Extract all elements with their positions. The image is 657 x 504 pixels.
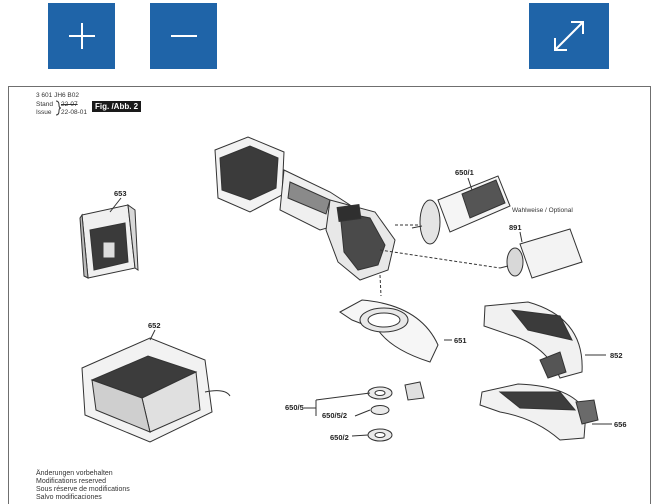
issue-date: 22-08-01 bbox=[61, 109, 88, 116]
doc-number: 3 601 JH6 B02 bbox=[36, 92, 80, 99]
part-label-852: 852 bbox=[610, 351, 623, 360]
part-label-651: 651 bbox=[454, 336, 467, 345]
issue-label: Issue bbox=[36, 109, 52, 116]
footer-note-2: Modifications reserved bbox=[36, 478, 107, 485]
part-label-891: 891 bbox=[509, 223, 522, 232]
zoom-out-button[interactable] bbox=[150, 3, 217, 69]
footer-note-1: Änderungen vorbehalten bbox=[36, 470, 113, 477]
part-label-656: 656 bbox=[614, 420, 627, 429]
drawing-frame bbox=[8, 86, 651, 504]
angle-grinder-illustration bbox=[214, 136, 501, 297]
zoom-in-button[interactable] bbox=[48, 3, 115, 69]
part-label-650-5: 650/5 bbox=[285, 403, 304, 412]
figure-label: Fig. /Abb. 2 bbox=[92, 101, 142, 112]
side-handle-illustration bbox=[411, 175, 511, 245]
stand-date: 22-07 bbox=[61, 101, 78, 108]
footer-note-4: Salvo modificaciones bbox=[36, 494, 102, 501]
part-label-650-1: 650/1 bbox=[455, 168, 474, 177]
dust-guard-illustration bbox=[483, 301, 583, 379]
optional-note: Wahlweise / Optional bbox=[512, 207, 573, 214]
part-label-650-5-2: 650/5/2 bbox=[322, 411, 348, 420]
part-label-650-2: 650/2 bbox=[330, 433, 349, 442]
cutting-guard-illustration bbox=[479, 383, 599, 441]
charger-illustration bbox=[81, 337, 231, 443]
wheel-guard-illustration bbox=[339, 299, 439, 363]
fullscreen-button[interactable] bbox=[529, 3, 609, 69]
optional-handle-illustration bbox=[499, 228, 583, 279]
footer-note-3: Sous réserve de modifications bbox=[36, 486, 130, 493]
part-label-652: 652 bbox=[148, 321, 161, 330]
flange-nuts-illustration bbox=[367, 381, 425, 442]
battery-illustration bbox=[79, 203, 139, 279]
expand-arrows-icon bbox=[554, 21, 584, 51]
part-label-653: 653 bbox=[114, 189, 127, 198]
plus-icon bbox=[68, 23, 95, 49]
minus-icon bbox=[170, 35, 197, 37]
stand-label: Stand bbox=[36, 101, 53, 108]
